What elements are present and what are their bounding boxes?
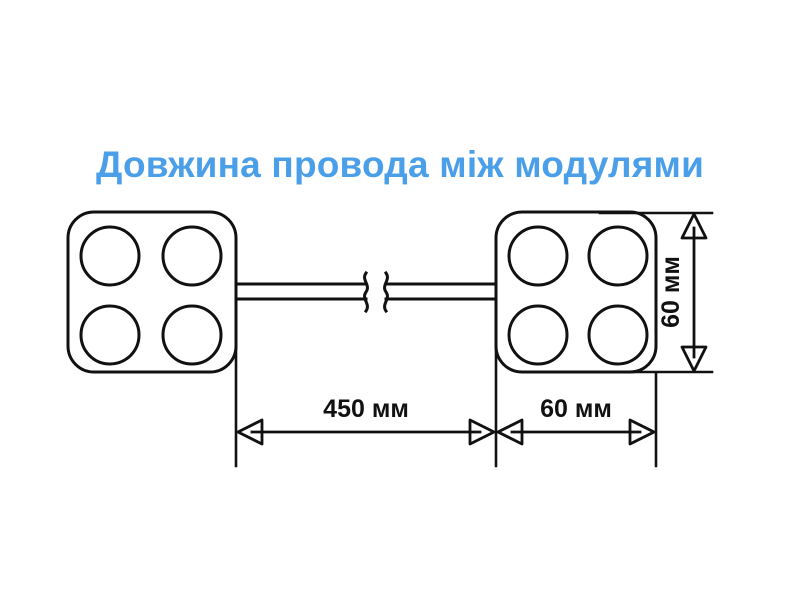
left-module-port-top-left xyxy=(79,225,141,287)
left-module-port-bottom-right xyxy=(161,304,223,366)
arrowhead-450-right xyxy=(468,418,496,446)
left-module-port-top-right xyxy=(161,225,223,287)
left-module xyxy=(66,210,238,374)
right-module-body xyxy=(494,210,658,374)
right-module-port-bottom-left xyxy=(507,304,569,366)
cable-break-right-curve xyxy=(383,270,389,314)
right-module-port-top-left xyxy=(507,225,569,287)
extension-lines xyxy=(234,211,714,468)
connecting-cable xyxy=(234,270,498,314)
left-module-port-bottom-left xyxy=(79,304,141,366)
arrowhead-60-width-left xyxy=(496,418,524,446)
dimension-module-height xyxy=(680,212,708,373)
dimension-cable-length xyxy=(236,418,496,446)
dimension-label-cable-length: 450 мм xyxy=(323,395,409,423)
arrowhead-60-width-right xyxy=(628,418,656,446)
dimension-label-module-height: 60 мм xyxy=(657,256,685,328)
dimension-label-module-width: 60 мм xyxy=(540,395,612,423)
cable-break-left-curve xyxy=(363,270,369,314)
page-title: Довжина провода між модулями xyxy=(95,144,705,185)
right-module xyxy=(494,210,658,374)
arrowhead-60-height-bottom xyxy=(680,345,708,373)
right-module-port-top-right xyxy=(587,225,649,287)
left-module-body xyxy=(66,210,238,374)
arrowhead-60-height-top xyxy=(680,212,708,240)
dimension-module-width xyxy=(496,418,656,446)
right-module-port-bottom-right xyxy=(587,304,649,366)
arrowhead-450-left xyxy=(236,418,264,446)
